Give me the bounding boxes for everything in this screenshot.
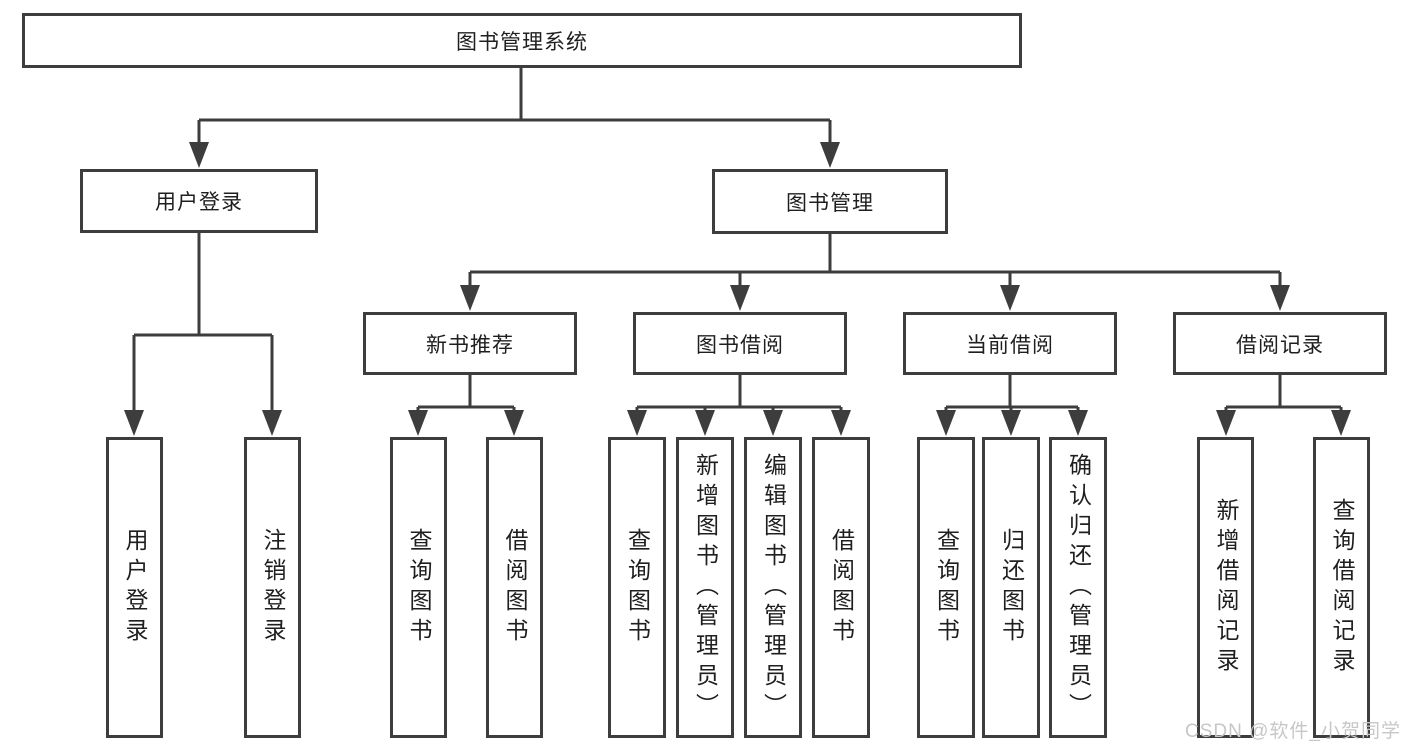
node-book-management: 图书管理 [712, 169, 948, 234]
leaf-query-books-recommend-label: 查询图书 [406, 527, 432, 648]
node-user-login: 用户登录 [80, 169, 318, 233]
leaf-query-books-borrowing: 查询图书 [608, 437, 666, 738]
leaf-confirm-return-admin-label: 确认归还（管理员） [1065, 452, 1092, 723]
node-book-management-label: 图书管理 [786, 191, 874, 215]
leaf-add-borrow-record-label: 新增借阅记录 [1213, 497, 1239, 678]
leaf-add-books-admin: 新增图书（管理员） [676, 437, 734, 738]
leaf-query-books-current: 查询图书 [917, 437, 975, 738]
leaf-edit-books-admin-label: 编辑图书（管理员） [760, 452, 787, 723]
leaf-query-books-recommend: 查询图书 [390, 437, 447, 738]
leaf-query-borrow-record: 查询借阅记录 [1313, 437, 1370, 738]
node-current-borrowing: 当前借阅 [903, 312, 1117, 375]
leaf-return-books-label: 归还图书 [998, 527, 1025, 648]
leaf-query-books-borrowing-label: 查询图书 [624, 527, 651, 648]
leaf-logout-label: 注销登录 [260, 527, 286, 648]
node-new-book-recommend-label: 新书推荐 [426, 333, 514, 357]
leaf-edit-books-admin: 编辑图书（管理员） [744, 437, 802, 738]
leaf-add-borrow-record: 新增借阅记录 [1197, 437, 1254, 738]
leaf-query-books-current-label: 查询图书 [933, 527, 960, 648]
leaf-logout: 注销登录 [244, 437, 301, 738]
leaf-confirm-return-admin: 确认归还（管理员） [1049, 437, 1107, 738]
node-borrowing-records-label: 借阅记录 [1236, 333, 1324, 357]
arrowheads [124, 142, 1351, 436]
watermark: CSDN @软件_小贺同学 [1185, 721, 1401, 742]
leaf-user-login: 用户登录 [106, 437, 163, 738]
leaf-borrow-books-recommend: 借阅图书 [486, 437, 543, 738]
node-current-borrowing-label: 当前借阅 [966, 333, 1054, 357]
node-new-book-recommend: 新书推荐 [363, 312, 577, 375]
node-library-system-label: 图书管理系统 [456, 30, 588, 54]
node-library-system: 图书管理系统 [22, 13, 1022, 68]
node-borrowing-records: 借阅记录 [1173, 312, 1387, 375]
node-user-login-label: 用户登录 [155, 191, 243, 214]
leaf-borrow-books-recommend-label: 借阅图书 [502, 527, 528, 648]
leaf-user-login-label: 用户登录 [122, 527, 148, 648]
leaf-borrow-books-borrowing: 借阅图书 [812, 437, 870, 738]
leaf-add-books-admin-label: 新增图书（管理员） [692, 452, 719, 723]
leaf-borrow-books-borrowing-label: 借阅图书 [828, 527, 855, 648]
node-book-borrowing: 图书借阅 [633, 312, 847, 375]
leaf-return-books: 归还图书 [982, 437, 1040, 738]
node-book-borrowing-label: 图书借阅 [696, 333, 784, 357]
leaf-query-borrow-record-label: 查询借阅记录 [1329, 497, 1355, 678]
